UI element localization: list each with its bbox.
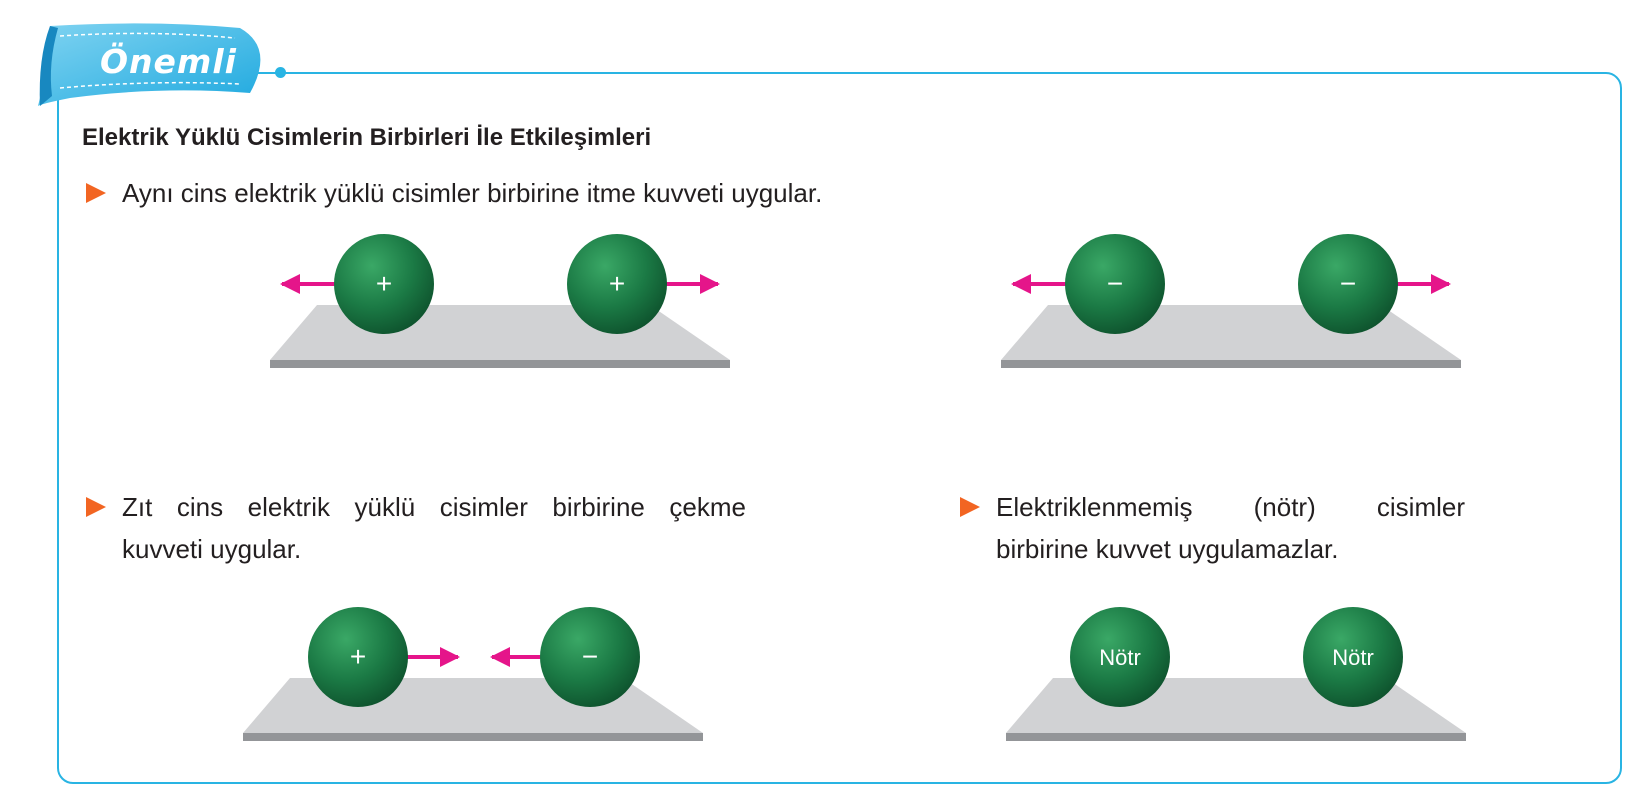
sphere-right-label: − [582,641,598,672]
table-edge [270,360,730,368]
sphere-right-label: Nötr [1332,645,1374,670]
sphere-left-label: + [376,268,392,299]
diagram-negative-repel: − − [1001,234,1461,368]
table-edge [243,733,703,741]
sphere-left-label: − [1107,268,1123,299]
diagram-attraction: + − [243,607,703,741]
table-surface [1006,678,1466,733]
table-edge [1006,733,1466,741]
table-surface [1001,305,1461,360]
diagram-neutral: Nötr Nötr [1006,607,1466,741]
table-edge [1001,360,1461,368]
sphere-right-label: − [1340,268,1356,299]
sphere-right-label: + [609,268,625,299]
table-surface [270,305,730,360]
table-surface [243,678,703,733]
diagram-positive-repel: + + [270,234,730,368]
sphere-left-label: Nötr [1099,645,1141,670]
sphere-left-label: + [350,641,366,672]
